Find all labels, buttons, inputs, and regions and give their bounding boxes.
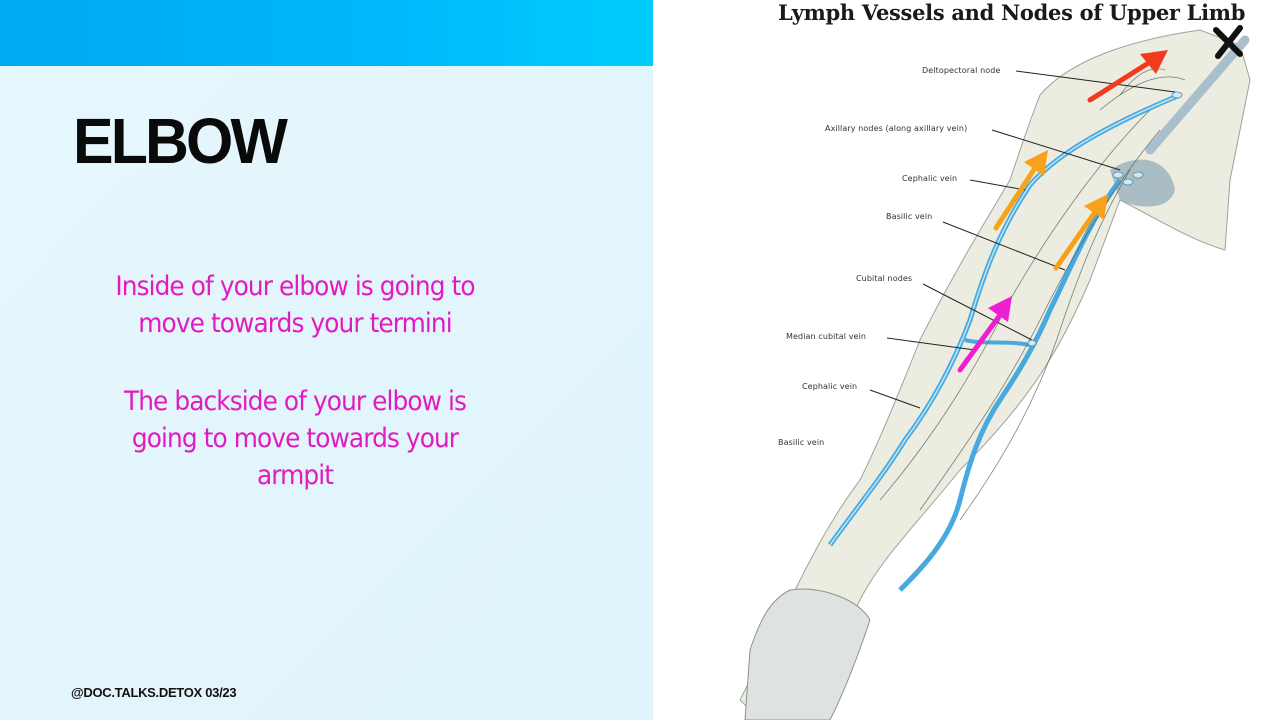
label-median-cubital-vein: Median cubital vein	[786, 332, 867, 341]
paragraph-inside-elbow: Inside of your elbow is going to move to…	[115, 271, 475, 339]
top-accent-bar	[0, 0, 653, 66]
label-cephalic-vein-lower: Cephalic vein	[802, 382, 858, 391]
paragraph-backside-elbow: The backside of your elbow is going to m…	[123, 386, 467, 491]
orange-arrow-basilic	[1053, 194, 1108, 271]
label-basilic-vein-upper: Basilic vein	[886, 212, 933, 221]
red-arrow-to-termini	[1087, 50, 1168, 103]
label-basilic-vein-lower: Basilic vein	[778, 438, 825, 447]
diagram-title: Lymph Vessels and Nodes of Upper Limb	[778, 0, 1246, 25]
orange-arrow-cephalic	[993, 150, 1048, 231]
slide-title: ELBOW	[73, 105, 288, 177]
left-panel	[0, 0, 653, 720]
basilic-vein	[898, 178, 1123, 592]
leader-lines	[869, 70, 1176, 409]
label-cephalic-vein-upper: Cephalic vein	[902, 174, 958, 183]
hand-shape	[744, 588, 871, 720]
label-axillary-nodes: Axillary nodes (along axillary vein)	[825, 124, 968, 133]
median-cubital-vein	[964, 338, 1031, 347]
magenta-arrow-elbow	[957, 296, 1012, 373]
label-cubital-nodes: Cubital nodes	[856, 274, 913, 283]
label-deltopectoral-node: Deltopectoral node	[922, 66, 1001, 75]
footer-handle-date: @DOC.TALKS.DETOX 03/23	[71, 685, 237, 700]
x-mark-icon	[1213, 25, 1243, 59]
